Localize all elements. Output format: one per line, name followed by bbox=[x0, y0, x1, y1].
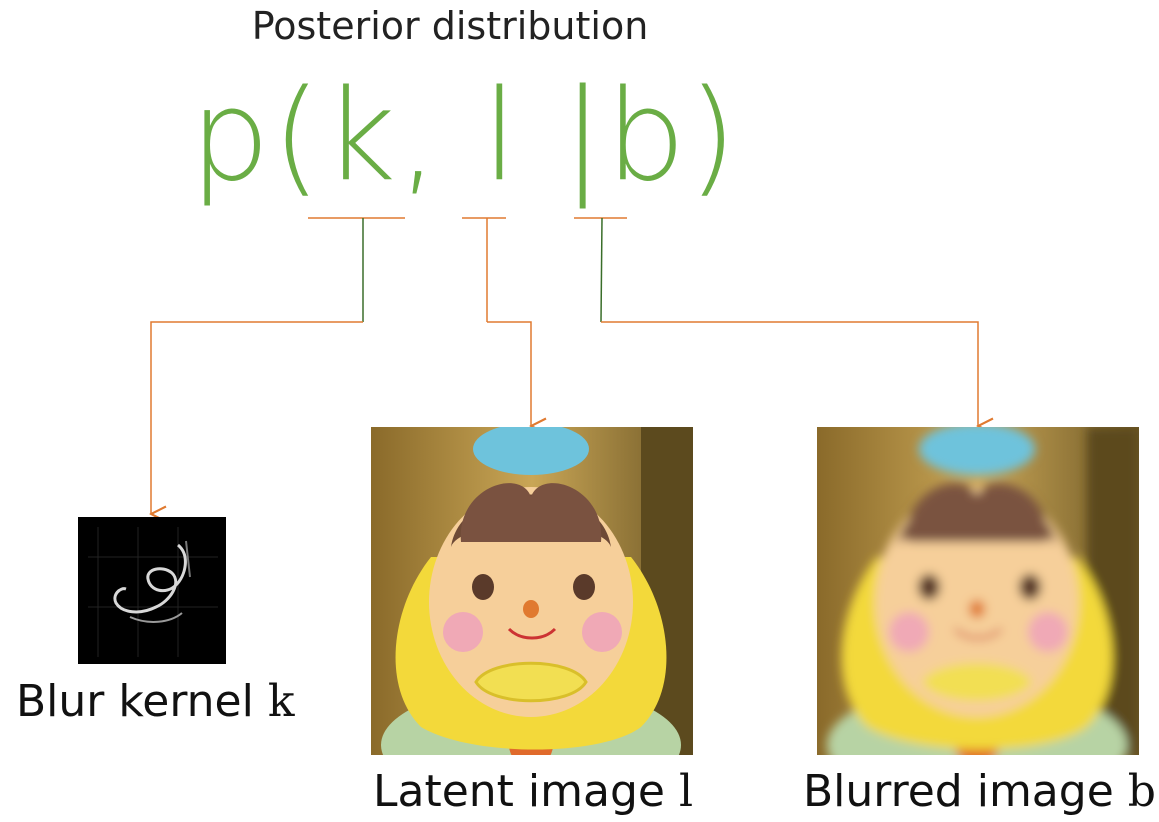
stem-b bbox=[600, 217, 603, 323]
blurred-image bbox=[817, 427, 1139, 755]
arrow-l bbox=[487, 321, 531, 426]
caption-latent-image: Latent image l bbox=[373, 766, 693, 817]
posterior-formula: p(k, l |b) bbox=[190, 62, 739, 209]
latent-image bbox=[371, 427, 693, 755]
caption-blur-kernel-symbol: k bbox=[267, 676, 295, 727]
caption-latent-image-text: Latent image bbox=[373, 766, 679, 817]
arrow-b bbox=[601, 321, 978, 426]
caption-blurred-image: Blurred image b bbox=[803, 766, 1156, 817]
caption-latent-image-symbol: l bbox=[678, 766, 694, 817]
arrow-k bbox=[151, 321, 363, 514]
caption-blurred-image-text: Blurred image bbox=[803, 766, 1128, 817]
caption-blur-kernel: Blur kernel k bbox=[16, 676, 295, 727]
caption-blurred-image-symbol: b bbox=[1127, 766, 1156, 817]
diagram-title: Posterior distribution bbox=[251, 4, 649, 48]
blur-kernel-image bbox=[78, 517, 226, 664]
caption-blur-kernel-text: Blur kernel bbox=[16, 676, 268, 727]
